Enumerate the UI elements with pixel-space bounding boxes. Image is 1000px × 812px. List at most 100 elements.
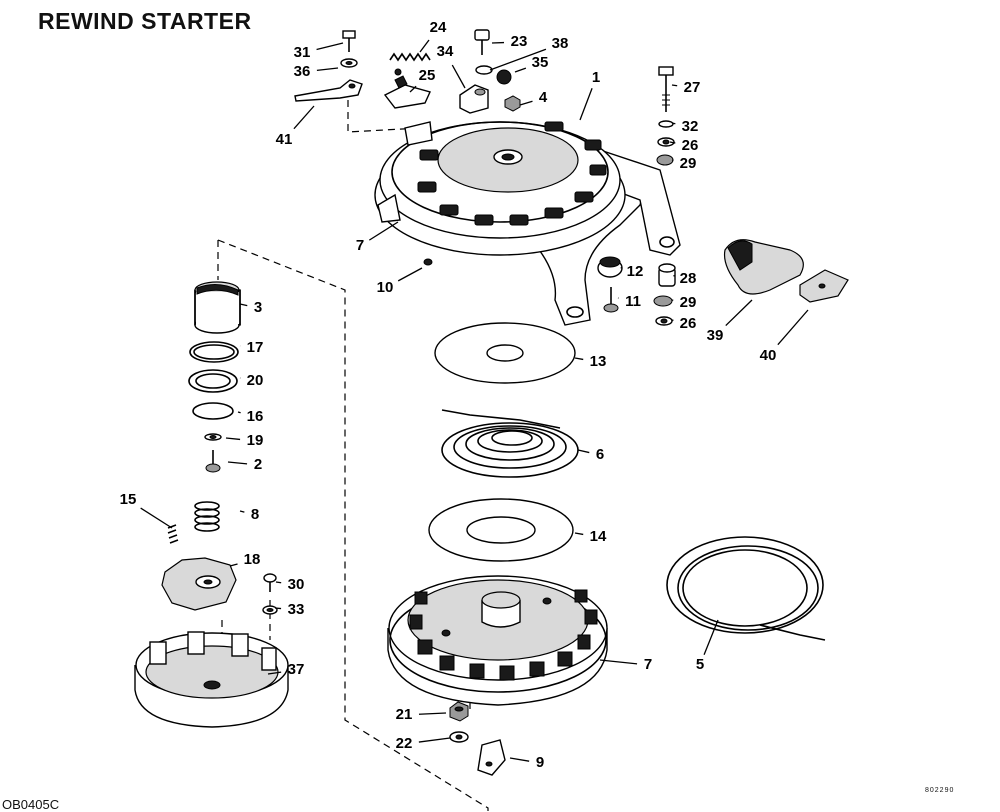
screw-10 <box>424 259 432 265</box>
leader-p24 <box>420 40 429 52</box>
callout-p14: 14 <box>590 528 607 545</box>
leader-p21 <box>419 713 446 714</box>
leader-p30 <box>276 582 281 583</box>
pulley-7 <box>388 576 607 705</box>
callout-p24: 24 <box>430 19 447 36</box>
link-41 <box>295 80 362 101</box>
callout-p1: 1 <box>592 69 600 86</box>
spring-35 <box>497 70 511 84</box>
plate-14 <box>429 499 573 561</box>
bushing-3 <box>195 282 240 333</box>
callout-p29a: 29 <box>680 155 697 172</box>
callout-p30: 30 <box>288 576 305 593</box>
callout-p2: 2 <box>254 456 262 473</box>
callout-p23: 23 <box>511 33 528 50</box>
callout-p29b: 29 <box>680 294 697 311</box>
screw-2 <box>206 450 220 472</box>
spring-15 <box>168 525 178 543</box>
leader-p3 <box>240 304 247 306</box>
washer-38 <box>476 66 492 74</box>
figure-code: OB0405C <box>2 797 59 812</box>
bracket-34 <box>460 85 488 113</box>
handle-39 <box>725 240 804 294</box>
callout-p20: 20 <box>247 372 264 389</box>
leader-p7b <box>600 660 637 664</box>
rope-5 <box>667 537 825 640</box>
leader-p18 <box>230 564 238 566</box>
callout-p27: 27 <box>684 79 701 96</box>
callout-p6: 6 <box>596 446 604 463</box>
callout-p12: 12 <box>627 263 644 280</box>
cup-37 <box>135 632 288 727</box>
callout-p31: 31 <box>294 44 311 61</box>
leader-p9 <box>510 758 529 761</box>
leader-p6 <box>578 450 589 453</box>
bolt-27 <box>657 67 674 165</box>
callout-p38: 38 <box>552 35 569 52</box>
callout-p41: 41 <box>276 131 293 148</box>
drawing-number: 802290 <box>925 787 954 794</box>
callout-p7a: 7 <box>356 237 364 254</box>
leader-p34 <box>452 65 465 88</box>
leader-p2 <box>228 462 247 464</box>
leader-p10 <box>398 268 422 281</box>
callout-p9: 9 <box>536 754 544 771</box>
screw-11 <box>604 287 618 312</box>
plate-13 <box>435 323 575 383</box>
callout-p37: 37 <box>288 661 305 678</box>
callout-p16: 16 <box>247 408 264 425</box>
leader-p27 <box>672 85 677 86</box>
washer-22 <box>450 732 468 742</box>
grommet-12 <box>598 257 622 277</box>
screw-31 <box>343 31 355 52</box>
leader-p16 <box>238 412 241 413</box>
callout-p35: 35 <box>532 54 549 71</box>
leader-p36 <box>317 68 338 70</box>
insert-40 <box>800 270 848 302</box>
callout-p17: 17 <box>247 339 264 356</box>
leader-p13 <box>575 358 583 359</box>
callout-p26a: 26 <box>682 137 699 154</box>
leader-p5 <box>704 620 718 655</box>
callout-p28: 28 <box>680 270 697 287</box>
leader-p40 <box>778 310 808 345</box>
leader-p31 <box>317 43 343 49</box>
pawl-9 <box>478 740 505 775</box>
callout-p22: 22 <box>396 735 413 752</box>
nut-4 <box>505 96 520 111</box>
callout-p21: 21 <box>396 706 413 723</box>
spring-6 <box>442 410 578 477</box>
leader-p22 <box>419 738 450 742</box>
callout-p25: 25 <box>419 67 436 84</box>
washer-36 <box>341 59 357 67</box>
callout-p8: 8 <box>251 506 259 523</box>
washer-stack-lower <box>654 296 672 325</box>
callout-p39: 39 <box>707 327 724 344</box>
callout-p10: 10 <box>377 279 394 296</box>
callout-p19: 19 <box>247 432 264 449</box>
leader-p33 <box>275 608 281 609</box>
callout-p26b: 26 <box>680 315 697 332</box>
leader-p8 <box>240 511 244 512</box>
callout-p34: 34 <box>437 43 454 60</box>
callout-p18: 18 <box>244 551 261 568</box>
leader-p7a <box>369 222 398 240</box>
callout-p13: 13 <box>590 353 607 370</box>
callout-p4: 4 <box>539 89 548 106</box>
leader-p41 <box>294 106 314 129</box>
callout-p36: 36 <box>294 63 311 80</box>
washer-33 <box>263 606 277 614</box>
leader-p14 <box>575 533 583 534</box>
leader-p32 <box>672 123 675 124</box>
callout-p32: 32 <box>682 118 699 135</box>
bushing-28 <box>659 264 675 286</box>
callout-p5: 5 <box>696 656 704 673</box>
callout-p3: 3 <box>254 299 262 316</box>
leader-p39 <box>726 300 752 326</box>
leader-p35 <box>515 68 526 72</box>
ring-16 <box>193 403 233 419</box>
leader-p15 <box>141 508 172 528</box>
screw-23 <box>475 30 489 55</box>
callout-p11: 11 <box>625 293 641 310</box>
